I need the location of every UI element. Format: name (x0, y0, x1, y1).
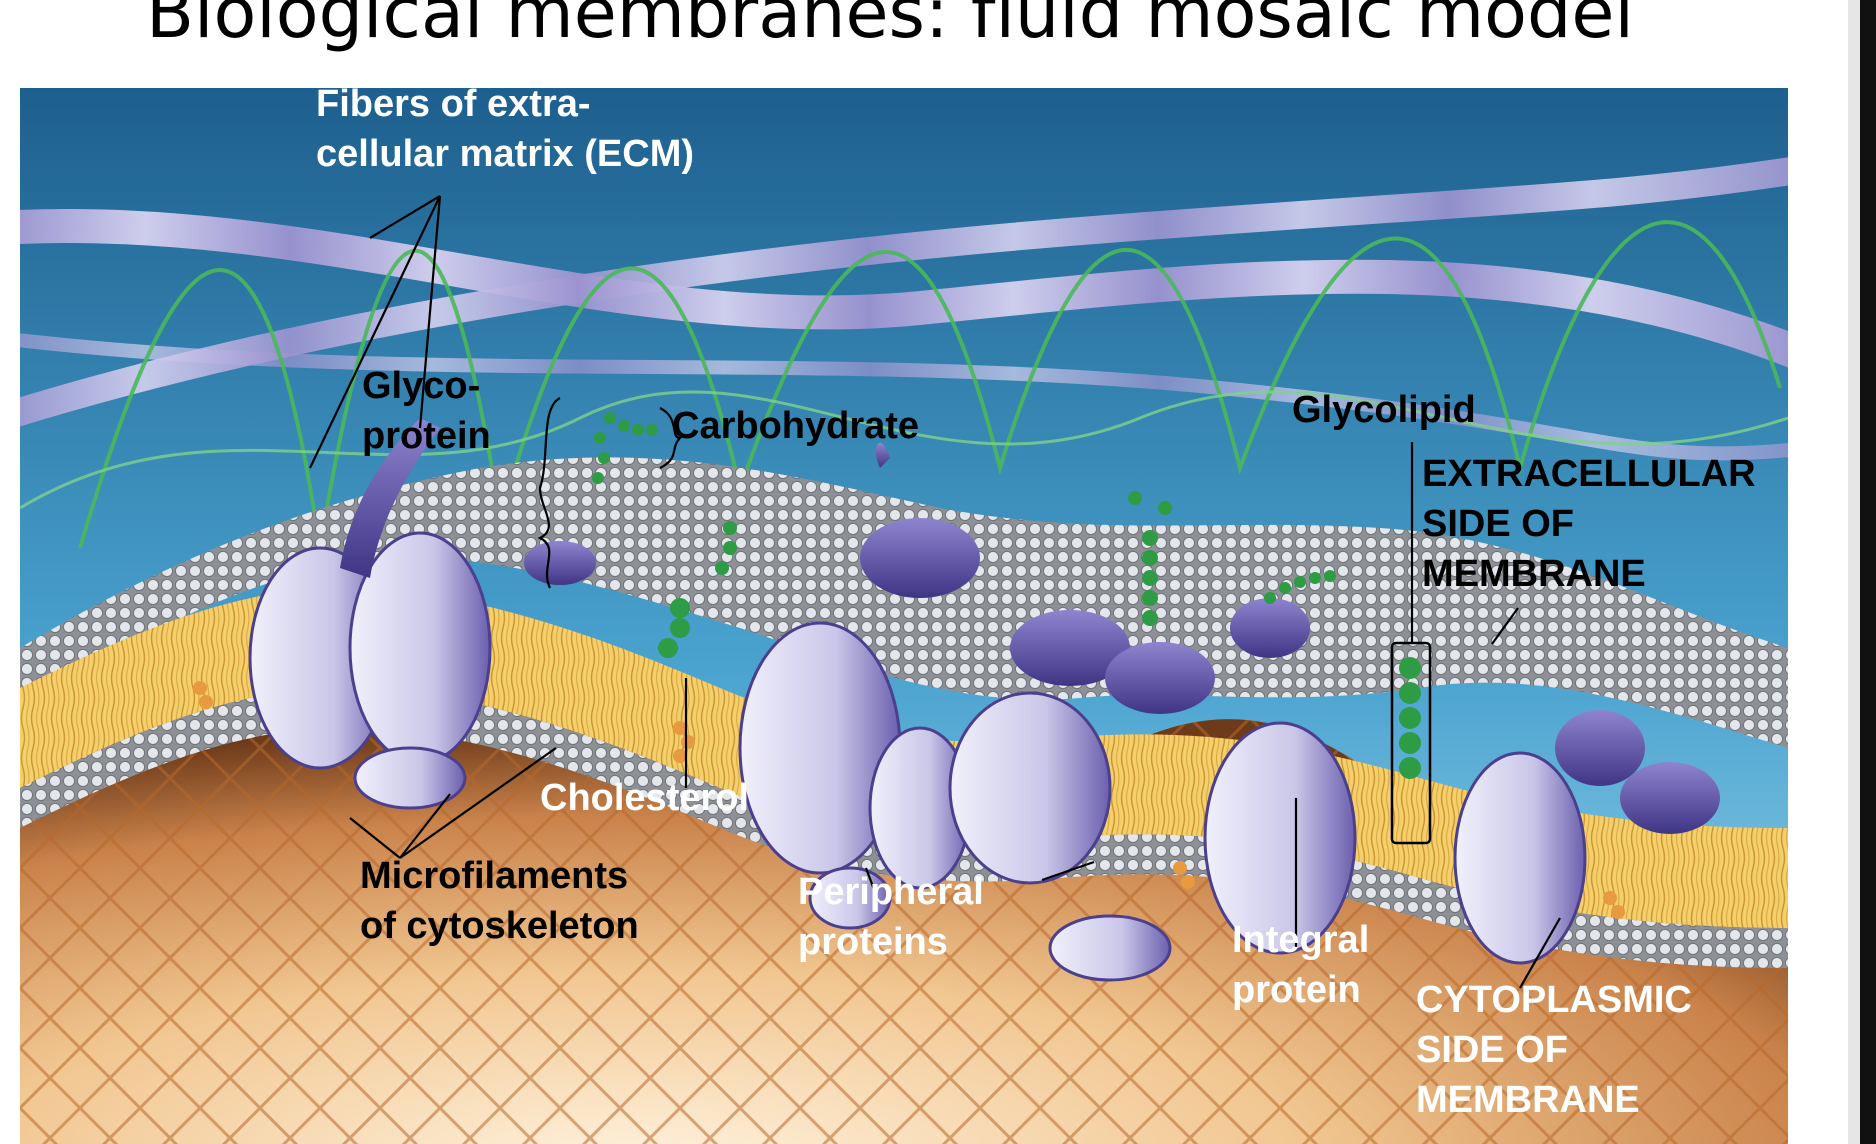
label-ecm-1: Fibers of extra- (316, 88, 591, 125)
label-peripheral-2: proteins (798, 921, 948, 963)
label-carbohydrate: Carbohydrate (672, 405, 919, 447)
label-micro-1: Microfilaments (360, 855, 628, 897)
membrane-diagram: Fibers of extra- cellular matrix (ECM) G… (20, 88, 1788, 1144)
label-integral-2: protein (1232, 969, 1361, 1011)
label-cyto-2: SIDE OF (1416, 1029, 1568, 1071)
diagram-labels: Fibers of extra- cellular matrix (ECM) G… (316, 88, 1756, 1121)
window-edge (1848, 0, 1860, 1144)
label-glyco-1: Glyco- (362, 365, 480, 407)
carbohydrate-chains (592, 412, 1421, 779)
leader-lines (309, 195, 1561, 989)
label-extra-2: SIDE OF (1422, 503, 1574, 545)
label-extra-1: EXTRACELLULAR (1422, 453, 1756, 495)
inner-head-layer (20, 688, 1788, 968)
label-integral-1: Integral (1232, 919, 1369, 961)
membrane-proteins (248, 418, 1720, 982)
label-cyto-3: MEMBRANE (1416, 1079, 1640, 1121)
label-micro-2: of cytoskeleton (360, 905, 639, 947)
label-glycolipid: Glycolipid (1292, 389, 1476, 431)
label-extra-3: MEMBRANE (1422, 553, 1646, 595)
label-ecm-2: cellular matrix (ECM) (316, 133, 694, 175)
membrane-illustration: Fibers of extra- cellular matrix (ECM) G… (20, 88, 1788, 1144)
cholesterol-molecules (193, 681, 1625, 919)
label-cholesterol: Cholesterol (540, 777, 749, 819)
ecm-fibers (20, 157, 1788, 549)
outer-head-layer (20, 457, 1788, 748)
window-border (1860, 0, 1876, 1144)
label-cyto-1: CYTOPLASMIC (1416, 979, 1692, 1021)
label-glyco-2: protein (362, 415, 491, 457)
slide-title: Biological membranes: fluid mosaic model (146, 0, 1634, 54)
label-peripheral-1: Peripheral (798, 871, 984, 913)
